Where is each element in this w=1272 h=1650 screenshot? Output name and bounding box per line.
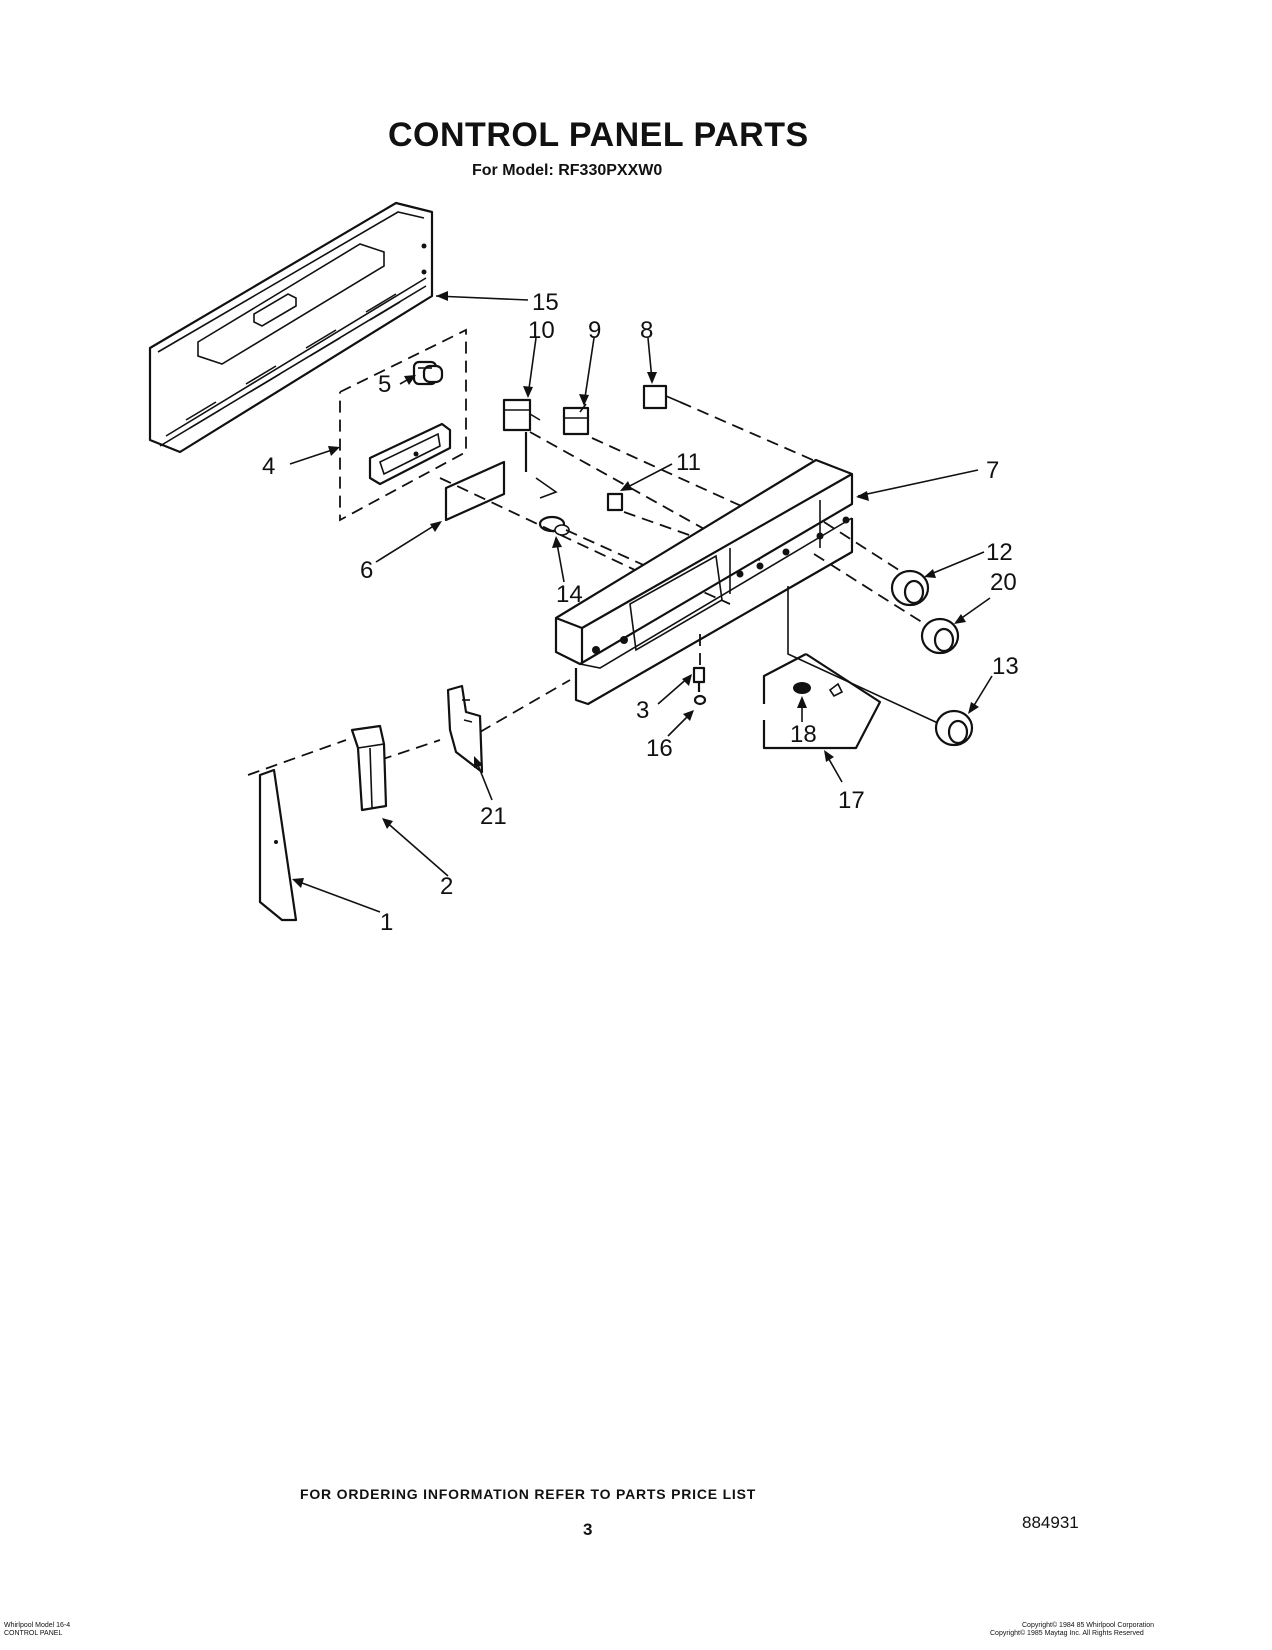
page-title: CONTROL PANEL PARTS [388,116,809,154]
part-3-bolt [692,666,706,692]
callout-10: 10 [528,317,555,344]
part-16-washer [693,694,707,706]
callout-13: 13 [992,653,1019,680]
leader-lines [289,291,993,913]
part-1-end-bracket [258,768,298,922]
copyright-line-1: Copyright© 1984 85 Whirlpool Corporation [1022,1622,1155,1629]
part-14-clip [538,515,570,536]
part-8-switch [642,384,681,410]
part-10-switch [502,398,558,499]
callout-16: 16 [646,735,673,762]
callout-8: 8 [640,317,653,344]
part-21-bracket [446,684,484,774]
callout-18: 18 [790,721,817,748]
part-18-grommet [793,682,811,694]
part-13-knob [934,709,974,747]
part-4-clock-group [339,328,467,522]
callout-20: 20 [990,569,1017,596]
callout-14: 14 [556,581,583,608]
part-2-bracket [350,724,388,812]
part-7-manifold-panel [554,458,854,706]
part-20-knob [920,617,960,655]
callout-11: 11 [676,449,701,476]
callout-12: 12 [986,539,1013,566]
callout-1: 1 [380,909,393,936]
page-number: 3 [583,1520,593,1539]
model-label: For Model: RF330PXXW0 [472,162,663,179]
footer-left-line-2: CONTROL PANEL [4,1630,63,1637]
callout-numbers: 15 10 9 8 5 4 11 7 12 6 14 20 13 3 18 16… [262,289,1019,936]
callout-9: 9 [588,317,601,344]
part-12-knob [890,569,930,607]
alignment-lines [247,401,941,776]
part-4-clock [368,422,452,486]
part-11-clip [606,492,624,512]
ordering-info: FOR ORDERING INFORMATION REFER TO PARTS … [300,1486,757,1502]
callout-21: 21 [480,803,507,830]
callout-15: 15 [532,289,559,316]
part-6-lens [444,460,506,522]
callout-2: 2 [440,873,453,900]
part-17-bracket-group [762,653,882,750]
callout-7: 7 [986,457,999,484]
footer-left-line-1: Whirlpool Model 16-4 [4,1622,71,1629]
copyright-line-2: Copyright© 1985 Maytag Inc. All Rights R… [990,1630,1144,1637]
part-9-switch [562,403,590,436]
part-5-clock-knob [412,360,444,386]
callout-17: 17 [838,787,865,814]
part-number: 884931 [1022,1513,1079,1532]
callout-3: 3 [636,697,649,724]
part-15-console-panel [148,201,434,454]
callout-5: 5 [378,371,391,398]
callout-4: 4 [262,453,275,480]
callout-6: 6 [360,557,373,584]
